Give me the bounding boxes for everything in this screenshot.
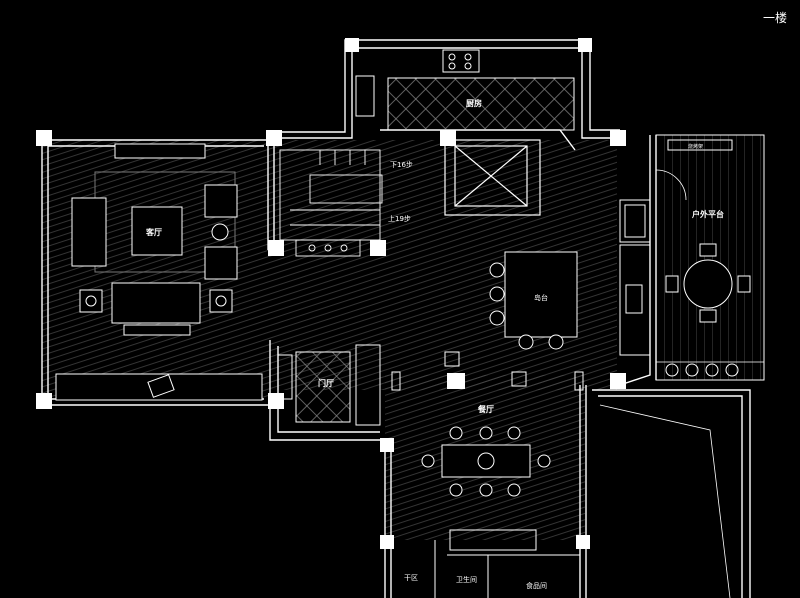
dining-table <box>421 426 551 497</box>
island-counter <box>391 251 584 391</box>
living-room-furniture <box>55 143 263 401</box>
room-label-dry-area: 干区 <box>404 574 418 582</box>
outdoor-fixture-label: 烧烤架 <box>688 143 703 150</box>
staircase <box>279 149 383 257</box>
lower-rooms <box>434 529 580 598</box>
room-label-living-room: 客厅 <box>145 227 162 237</box>
room-label-island: 岛台 <box>534 293 548 302</box>
stairs-up-label: 上19步 <box>388 214 411 223</box>
room-label-dining-room: 餐厅 <box>477 404 494 414</box>
right-cabinets <box>619 169 687 356</box>
pillars <box>36 38 626 549</box>
room-label-bathroom: 卫生间 <box>456 575 477 584</box>
room-label-kitchen: 厨房 <box>466 98 482 108</box>
terrace-dining-set <box>665 139 751 377</box>
stairs-down-label: 下16步 <box>390 161 413 169</box>
room-label-pantry: 食品间 <box>526 581 547 590</box>
room-label-outdoor-terrace: 户外平台 <box>692 209 724 219</box>
floor-label: 一楼 <box>763 10 787 25</box>
elevator <box>444 139 541 216</box>
entrance-hall <box>277 344 381 426</box>
floor-hatching <box>42 135 762 540</box>
kitchen-counter <box>355 49 575 131</box>
room-label-entrance-hall: 门厅 <box>318 378 334 388</box>
